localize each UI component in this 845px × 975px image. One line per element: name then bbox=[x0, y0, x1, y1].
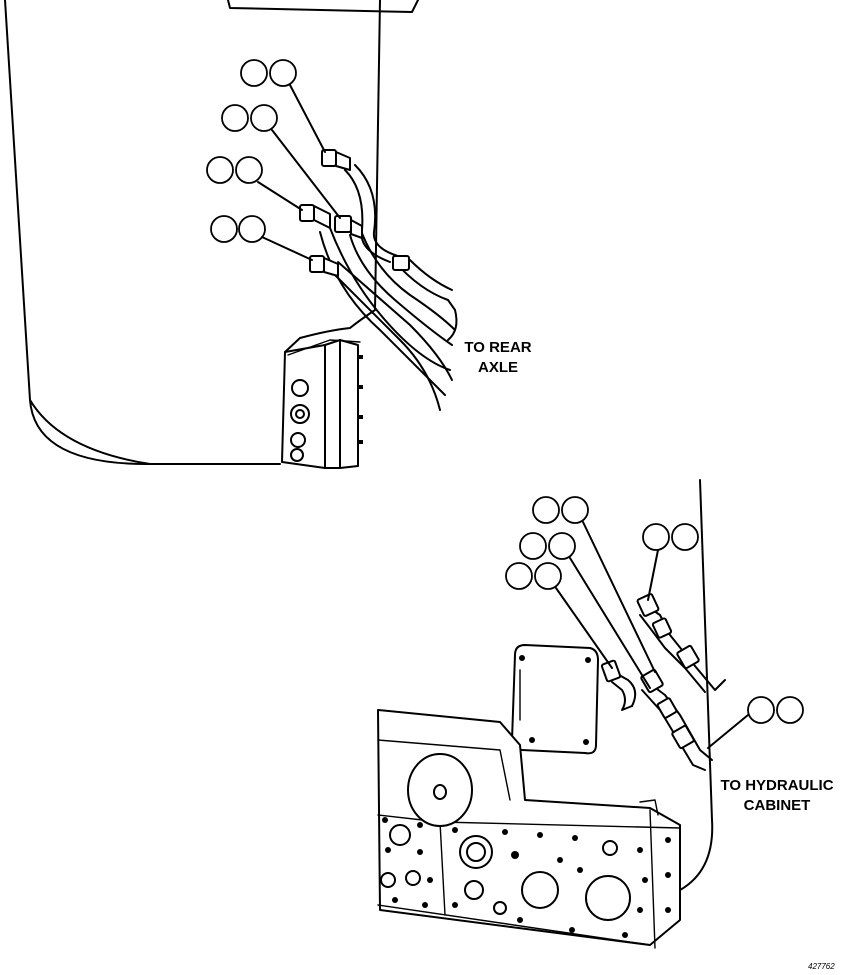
hose-fitting bbox=[309, 255, 339, 277]
hose bbox=[329, 227, 451, 371]
to-rear-axle-label: TO REAR AXLE bbox=[452, 338, 544, 378]
hose-fitting bbox=[636, 593, 700, 670]
hose bbox=[394, 261, 458, 341]
callout-bubble bbox=[519, 532, 651, 689]
hose bbox=[644, 679, 713, 761]
port-fitting bbox=[290, 432, 306, 448]
hose bbox=[349, 234, 453, 346]
access-plate bbox=[511, 644, 599, 755]
callout-bubbles-upper bbox=[206, 59, 341, 261]
hose bbox=[329, 269, 441, 411]
hose bbox=[644, 604, 726, 691]
hose-fitting bbox=[640, 668, 695, 750]
hose-fitting bbox=[334, 215, 363, 239]
top-bracket bbox=[227, 0, 419, 13]
figure-number: 427762 bbox=[808, 962, 835, 971]
hose bbox=[409, 259, 453, 291]
callout-bubble bbox=[206, 156, 303, 211]
port-fitting bbox=[290, 448, 304, 462]
hose-fitting bbox=[392, 255, 410, 271]
hose-fitting bbox=[321, 149, 351, 171]
to-hydraulic-cabinet-line1: TO HYDRAULIC bbox=[720, 777, 834, 794]
callout-bubble bbox=[221, 104, 341, 219]
hose bbox=[354, 164, 406, 259]
rear-axle-hoses bbox=[299, 149, 458, 411]
to-hydraulic-cabinet-line2: CABINET bbox=[743, 797, 811, 814]
callout-bubbles-lower bbox=[505, 496, 804, 749]
to-rear-axle-line1: TO REAR bbox=[464, 339, 532, 356]
callout-bubble bbox=[505, 562, 613, 669]
to-hydraulic-cabinet-label: TO HYDRAULIC CABINET bbox=[712, 776, 842, 816]
hose-fitting bbox=[299, 204, 331, 229]
hose bbox=[609, 669, 637, 707]
callout-bubble bbox=[532, 496, 656, 673]
callout-bubble bbox=[210, 215, 313, 261]
tank-bottom-curve bbox=[29, 399, 151, 465]
frame-edge bbox=[679, 479, 714, 891]
callout-bubble bbox=[240, 59, 326, 153]
valve-block bbox=[281, 339, 363, 469]
cabinet-hoses bbox=[600, 593, 726, 771]
hose bbox=[359, 227, 456, 331]
hose-fitting bbox=[600, 659, 622, 683]
port-fitting bbox=[291, 379, 309, 397]
callout-bubble bbox=[642, 523, 699, 601]
hose bbox=[611, 681, 633, 711]
bracket bbox=[639, 799, 659, 816]
hose bbox=[639, 614, 706, 693]
callout-bubble bbox=[707, 696, 804, 749]
hose bbox=[641, 689, 706, 771]
to-rear-axle-line2: AXLE bbox=[477, 359, 518, 376]
hose bbox=[337, 261, 453, 381]
machine-body bbox=[377, 709, 681, 949]
